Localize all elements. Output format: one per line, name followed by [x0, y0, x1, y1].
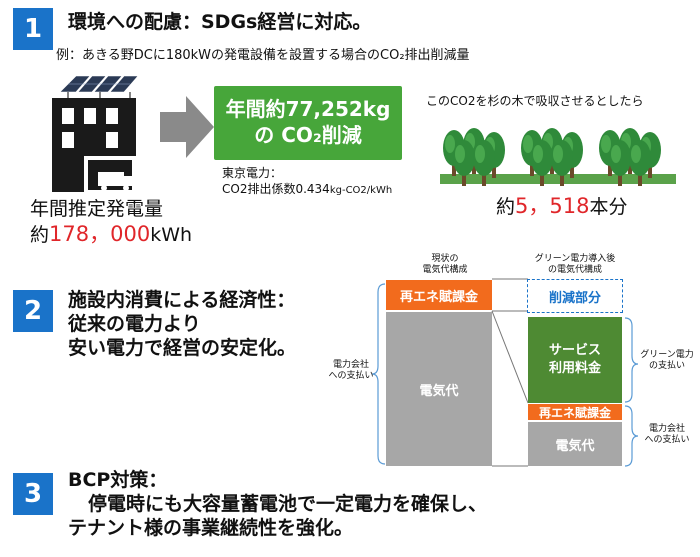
- tree-unit: 本分: [589, 196, 628, 218]
- tree-number: 5，518: [515, 194, 590, 218]
- green-cost-title: グリーン電力導入後 の電気代構成: [534, 254, 616, 275]
- section3-heading: BCP対策： 停電時にも大容量蓄電池で一定電力を確保し、 テナント様の事業継続性…: [68, 468, 487, 540]
- right-upper-brace-label: グリーン電力 の支払い: [640, 350, 694, 371]
- right-renewable-surcharge: 再エネ賦課金: [528, 404, 622, 420]
- coefficient-unit: kg-CO2/kWh: [329, 185, 393, 196]
- section2-heading: 施設内消費による経済性： 従来の電力より 安い電力で経営の安定化。: [68, 288, 296, 360]
- reduction-part-box: 削減部分: [527, 279, 623, 313]
- service-fee-line1: サービス: [548, 343, 601, 358]
- current-cost-title: 現状の 電気代構成: [422, 254, 468, 275]
- coefficient-label: CO2排出係数0.434: [222, 182, 330, 196]
- service-fee-line2: 利用料金: [548, 361, 601, 376]
- left-electricity-fee: 電気代: [386, 312, 492, 466]
- tree-prefix: 約: [496, 196, 516, 218]
- section-number-1: 1: [13, 8, 53, 50]
- section-number-3: 3: [13, 473, 53, 515]
- right-lower-brace-label: 電力会社 への支払い: [644, 424, 690, 445]
- right-electricity-fee: 電気代: [528, 422, 622, 466]
- solar-building-icon: [52, 75, 139, 192]
- annual-generation-label: 年間推定発電量: [30, 198, 164, 220]
- tree-caption: このCO2を杉の木で吸収させるとしたら: [426, 94, 644, 108]
- service-fee-block: サービス 利用料金: [528, 317, 622, 403]
- section1-heading: 環境への配慮：SDGs経営に対応。: [68, 11, 372, 33]
- left-renewable-surcharge: 再エネ賦課金: [386, 280, 492, 310]
- section3-heading-line1: BCP対策：: [68, 469, 168, 491]
- section2-heading-line1: 施設内消費による経済性：: [68, 289, 296, 311]
- utility-label: 東京電力：: [222, 166, 283, 180]
- cedar-trees-icon: [440, 128, 676, 186]
- co2-reduction-line1: 年間約77,252kg: [225, 97, 391, 121]
- section1-example: 例：あきる野DCに180kWの発電設備を設置する場合のCO₂排出削減量: [56, 48, 470, 63]
- annual-generation-prefix: 約: [30, 224, 50, 246]
- section2-heading-line3: 安い電力で経営の安定化。: [68, 337, 297, 359]
- section3-heading-line3: テナント様の事業継続性を強化。: [68, 517, 354, 539]
- section-number-2: 2: [13, 290, 53, 332]
- section2-heading-line2: 従来の電力より: [68, 313, 201, 335]
- left-brace-label: 電力会社 への支払い: [328, 360, 374, 381]
- annual-generation-unit: kWh: [150, 224, 193, 246]
- tree-count: 約5，518本分: [496, 190, 627, 220]
- annual-generation-number: 178，000: [49, 222, 151, 246]
- right-arrow-icon: [160, 96, 214, 158]
- co2-reduction-box: 年間約77,252kg の CO₂削減: [214, 86, 402, 160]
- emission-coefficient: CO2排出係数0.434kg-CO2/kWh: [222, 180, 392, 197]
- annual-generation-value: 約178，000kWh: [30, 218, 192, 248]
- section3-heading-line2: 停電時にも大容量蓄電池で一定電力を確保し、: [88, 493, 488, 515]
- co2-reduction-line2: の CO₂削減: [254, 123, 362, 147]
